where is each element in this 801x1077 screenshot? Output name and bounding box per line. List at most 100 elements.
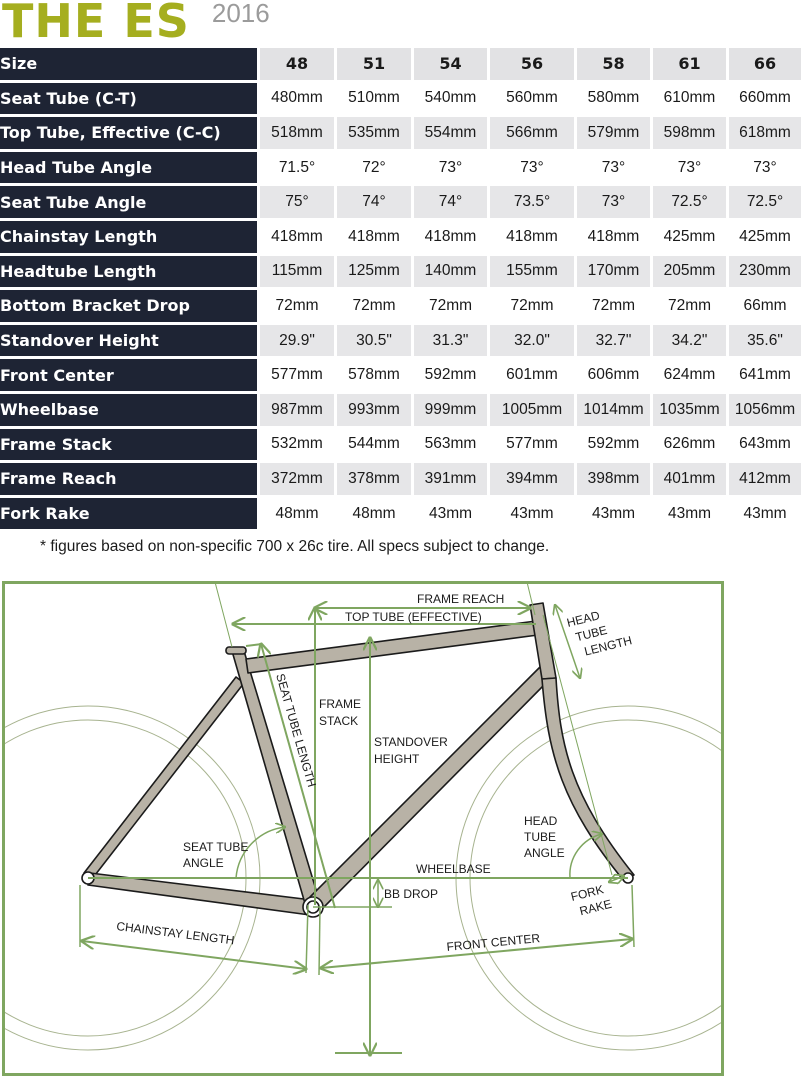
- table-cell: 1056mm: [729, 393, 801, 429]
- table-cell: 72mm: [490, 290, 577, 325]
- table-cell: 418mm: [577, 220, 653, 256]
- table-cell: 115mm: [260, 255, 337, 291]
- table-cell: 993mm: [337, 393, 414, 429]
- table-cell: 610mm: [653, 82, 729, 118]
- table-cell: 29.9": [260, 324, 337, 360]
- row-label: Bottom Bracket Drop: [0, 290, 260, 325]
- table-cell: 66mm: [729, 290, 801, 325]
- table-cell: 72°: [337, 151, 414, 187]
- size-54: 54: [414, 48, 490, 83]
- row-label: Front Center: [0, 359, 260, 394]
- geometry-table: Size 48 51 54 56 58 61 66 Seat Tube (C-T…: [0, 48, 801, 533]
- label-head-tube-angle-2: TUBE: [524, 830, 556, 844]
- table-cell: 518mm: [260, 117, 337, 152]
- table-cell: 592mm: [414, 359, 490, 394]
- table-cell: 72mm: [337, 290, 414, 325]
- label-wheelbase: WHEELBASE: [416, 862, 491, 876]
- size-header-row: Size 48 51 54 56 58 61 66: [0, 48, 801, 83]
- table-cell: 418mm: [337, 220, 414, 256]
- table-cell: 155mm: [490, 255, 577, 291]
- row-label: Standover Height: [0, 324, 260, 360]
- size-61: 61: [653, 48, 729, 83]
- label-bb-drop: BB DROP: [384, 887, 438, 901]
- table-cell: 535mm: [337, 117, 414, 152]
- table-cell: 480mm: [260, 82, 337, 118]
- size-66: 66: [729, 48, 801, 83]
- label-front-center: FRONT CENTER: [446, 931, 541, 954]
- table-cell: 32.7": [577, 324, 653, 360]
- diagram-border: [2, 581, 724, 1076]
- table-cell: 560mm: [490, 82, 577, 118]
- table-cell: 643mm: [729, 428, 801, 464]
- size-48: 48: [260, 48, 337, 83]
- table-cell: 73°: [577, 151, 653, 187]
- table-cell: 43mm: [490, 497, 577, 533]
- table-cell: 43mm: [414, 497, 490, 533]
- table-cell: 170mm: [577, 255, 653, 291]
- table-cell: 418mm: [414, 220, 490, 256]
- row-label: Frame Reach: [0, 463, 260, 498]
- label-frame-stack-1: FRAME: [319, 697, 361, 711]
- label-frame-reach: FRAME REACH: [417, 592, 504, 606]
- table-cell: 398mm: [577, 463, 653, 498]
- model-title: THE ES: [2, 0, 190, 48]
- table-cell: 580mm: [577, 82, 653, 118]
- table-cell: 72mm: [577, 290, 653, 325]
- table-cell: 566mm: [490, 117, 577, 152]
- size-58: 58: [577, 48, 653, 83]
- table-cell: 641mm: [729, 359, 801, 394]
- row-label: Chainstay Length: [0, 220, 260, 256]
- label-standover-1: STANDOVER: [374, 735, 448, 749]
- table-cell: 601mm: [490, 359, 577, 394]
- table-cell: 532mm: [260, 428, 337, 464]
- label-frame-stack-2: STACK: [319, 714, 358, 728]
- table-cell: 391mm: [414, 463, 490, 498]
- table-cell: 72mm: [653, 290, 729, 325]
- footnote: * figures based on non-specific 700 x 26…: [40, 538, 550, 555]
- table-cell: 31.3": [414, 324, 490, 360]
- table-cell: 425mm: [653, 220, 729, 256]
- table-cell: 592mm: [577, 428, 653, 464]
- row-label: Top Tube, Effective (C-C): [0, 117, 260, 152]
- row-label: Wheelbase: [0, 393, 260, 429]
- table-cell: 394mm: [490, 463, 577, 498]
- table-cell: 35.6": [729, 324, 801, 360]
- table-cell: 999mm: [414, 393, 490, 429]
- table-cell: 73°: [729, 151, 801, 187]
- label-head-tube-angle-3: ANGLE: [524, 846, 565, 860]
- table-cell: 73°: [414, 151, 490, 187]
- table-cell: 412mm: [729, 463, 801, 498]
- table-cell: 34.2": [653, 324, 729, 360]
- model-year: 2016: [211, 0, 270, 28]
- table-cell: 418mm: [260, 220, 337, 256]
- table-cell: 544mm: [337, 428, 414, 464]
- row-label: Head Tube Angle: [0, 151, 260, 187]
- table-cell: 48mm: [260, 497, 337, 533]
- table-cell: 626mm: [653, 428, 729, 464]
- table-cell: 230mm: [729, 255, 801, 291]
- table-cell: 540mm: [414, 82, 490, 118]
- label-head-tube-angle-1: HEAD: [524, 814, 558, 828]
- table-cell: 30.5": [337, 324, 414, 360]
- table-cell: 660mm: [729, 82, 801, 118]
- table-cell: 73.5°: [490, 186, 577, 221]
- row-label: Frame Stack: [0, 428, 260, 464]
- table-cell: 1005mm: [490, 393, 577, 429]
- table-cell: 510mm: [337, 82, 414, 118]
- table-cell: 372mm: [260, 463, 337, 498]
- table-cell: 74°: [414, 186, 490, 221]
- table-cell: 43mm: [729, 497, 801, 533]
- table-cell: 418mm: [490, 220, 577, 256]
- table-cell: 401mm: [653, 463, 729, 498]
- geometry-diagram: FRAME REACH TOP TUBE (EFFECTIVE) HEAD TU…: [0, 575, 801, 1077]
- size-56: 56: [490, 48, 577, 83]
